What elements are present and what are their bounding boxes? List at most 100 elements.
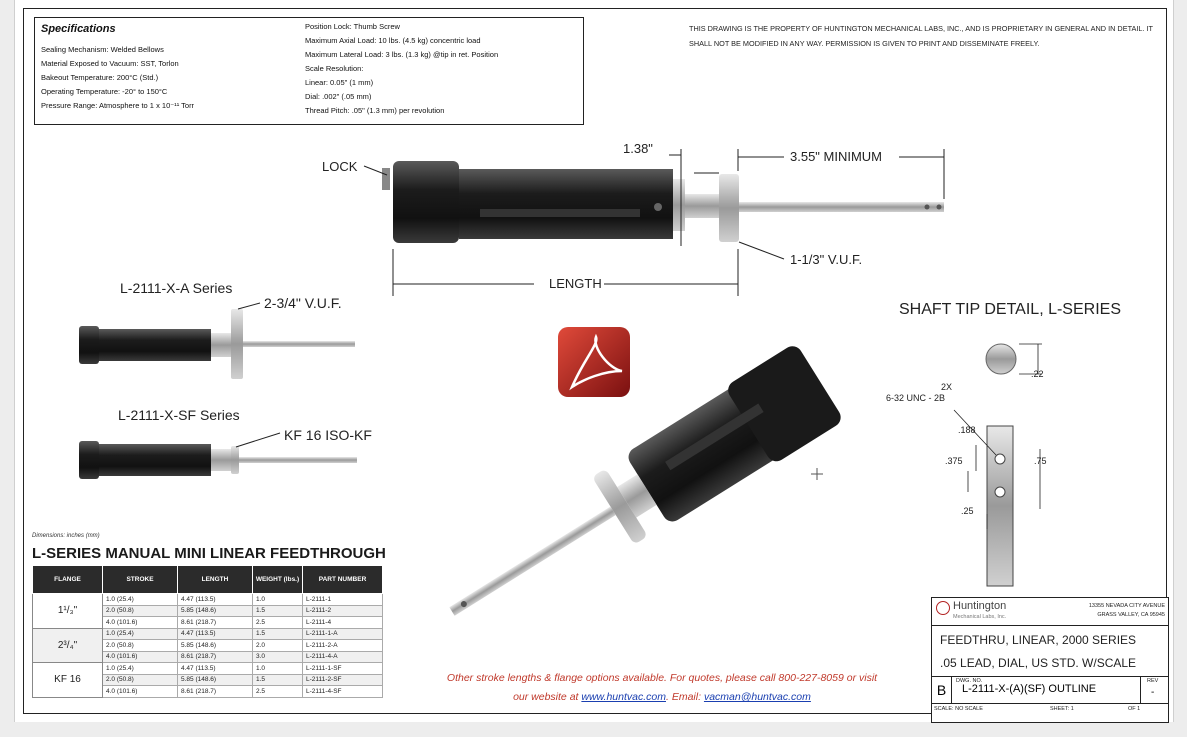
table-cell: 4.0 (101.6) xyxy=(102,685,178,698)
flange-1-1-3-label: 1-1/3" V.U.F. xyxy=(790,252,863,267)
table-header: PART NUMBER xyxy=(302,565,383,594)
dim-375: .375 xyxy=(945,456,963,466)
sheet-label: SHEET: 1 xyxy=(1050,706,1074,712)
table-cell: 8.61 (218.7) xyxy=(177,650,253,663)
dim-75: .75 xyxy=(1034,456,1047,466)
table-cell: L-2111-2-A xyxy=(302,639,383,652)
table-cell: L-2111-4-SF xyxy=(302,685,383,698)
title-block-header: Huntington Mechanical Labs, Inc. 13355 N… xyxy=(932,598,1168,626)
address-line-2: GRASS VALLEY, CA 95945 xyxy=(1097,612,1165,618)
scale-strip xyxy=(480,209,640,217)
shaft-tip-detail xyxy=(953,343,1042,587)
dim-1-38: 1.38" xyxy=(623,141,653,156)
title-block: Huntington Mechanical Labs, Inc. 13355 N… xyxy=(931,597,1169,723)
spec-line: Pressure Range: Atmosphere to 1 x 10⁻¹¹ … xyxy=(41,101,195,110)
table-header: LENGTH xyxy=(177,565,253,594)
main-feedthrough-view xyxy=(363,149,945,296)
a-series-label: L-2111-X-A Series xyxy=(120,280,233,296)
a-series-flange-label: 2-3/4" V.U.F. xyxy=(264,295,342,311)
table-cell: 2.0 xyxy=(252,639,303,652)
main-body xyxy=(459,169,673,239)
length-label: LENGTH xyxy=(549,276,602,291)
spec-line: Operating Temperature: -20° to 150°C xyxy=(41,87,168,96)
body-collar xyxy=(673,179,685,231)
sheet-size: B xyxy=(932,677,952,703)
rev-label: REV xyxy=(1147,678,1159,684)
spec-line: Scale Resolution: xyxy=(305,64,364,73)
website-link[interactable]: www.huntvac.com xyxy=(581,691,666,703)
sheet-of-label: OF 1 xyxy=(1128,706,1141,712)
table-header: FLANGE xyxy=(32,565,103,594)
dwg-number: L-2111-X-(A)(SF) OUTLINE xyxy=(962,683,1097,695)
table-cell: 1.0 xyxy=(252,593,303,606)
table-cell: 4.0 (101.6) xyxy=(102,650,178,663)
rev-box: REV - xyxy=(1140,677,1168,703)
proprietary-notice: THIS DRAWING IS THE PROPERTY OF HUNTINGT… xyxy=(689,24,1153,48)
table-cell: 2.5 xyxy=(252,616,303,629)
table-cell: 1.5 xyxy=(252,604,303,617)
address-line-1: 13355 NEVADA CITY AVENUE xyxy=(1088,603,1165,609)
table-cell: 2.5 xyxy=(252,685,303,698)
company-subtitle: Mechanical Labs, Inc. xyxy=(953,614,1007,620)
footer-note: Other stroke lengths & flange options av… xyxy=(402,669,922,707)
table-cell: 4.47 (113.5) xyxy=(177,593,253,606)
thread-count: 2X xyxy=(941,382,953,392)
dimensions-note: Dimensions: inches (mm) xyxy=(32,533,100,539)
drawing-sheet: Specifications Sealing Mechanism: Welded… xyxy=(14,0,1174,723)
flange-cell: 1¹/₃" xyxy=(32,593,103,629)
dim-22: .22 xyxy=(1031,369,1044,379)
table-cell: 4.47 (113.5) xyxy=(177,662,253,675)
table-cell: 4.47 (113.5) xyxy=(177,627,253,640)
spec-line: Dial: .002" (.05 mm) xyxy=(305,92,372,101)
table-cell: L-2111-4 xyxy=(302,616,383,629)
sf-series-label: L-2111-X-SF Series xyxy=(118,407,240,423)
scale-label: SCALE: NO SCALE xyxy=(934,706,983,712)
company-name: Huntington xyxy=(953,600,1007,612)
email-link[interactable]: vacman@huntvac.com xyxy=(703,691,811,703)
table-cell: 1.0 xyxy=(252,662,303,675)
table-header: WEIGHT (lbs.) xyxy=(252,565,303,594)
title-block-footer: SCALE: NO SCALE SHEET: 1 OF 1 xyxy=(932,703,1168,713)
part-number-table: FLANGE STROKE LENGTH WEIGHT (lbs.) PART … xyxy=(32,565,383,698)
table-cell: 5.85 (148.6) xyxy=(177,604,253,617)
spec-line: Bakeout Temperature: 200°C (Std.) xyxy=(41,73,159,82)
sf-series-view xyxy=(79,432,357,479)
footer-line-1: Other stroke lengths & flange options av… xyxy=(446,672,878,684)
neck xyxy=(685,194,719,218)
table-cell: 1.0 (25.4) xyxy=(102,662,178,675)
spec-line: Maximum Axial Load: 10 lbs. (4.5 kg) con… xyxy=(305,36,481,45)
spec-line: Sealing Mechanism: Welded Bellows xyxy=(41,45,164,54)
dwg-no-label: DWG. NO. xyxy=(956,678,983,684)
spec-line: Maximum Lateral Load: 3 lbs. (1.3 kg) @t… xyxy=(305,50,499,59)
thread-spec: 6-32 UNC - 2B xyxy=(886,393,946,403)
table-cell: 5.85 (148.6) xyxy=(177,639,253,652)
table-cell: 8.61 (218.7) xyxy=(177,685,253,698)
specifications-title: Specifications xyxy=(41,23,116,35)
sf-series-flange-label: KF 16 ISO-KF xyxy=(284,427,372,443)
table-cell: 8.61 (218.7) xyxy=(177,616,253,629)
specifications-box: Specifications Sealing Mechanism: Welded… xyxy=(34,17,584,125)
dim-3-55-minimum: 3.55" MINIMUM xyxy=(790,149,883,164)
shaft xyxy=(739,202,944,212)
spec-line: Position Lock: Thumb Screw xyxy=(305,22,400,31)
thimble xyxy=(393,161,459,243)
flange-cell: KF 16 xyxy=(32,662,103,698)
flange-113 xyxy=(719,174,739,242)
table-cell: 1.5 xyxy=(252,627,303,640)
table-cell: L-2111-1-A xyxy=(302,627,383,640)
table-cell: L-2111-1-SF xyxy=(302,662,383,675)
table-cell: L-2111-2-SF xyxy=(302,673,383,686)
footer-website-prefix: our website at xyxy=(513,691,582,703)
table-cell: L-2111-1 xyxy=(302,593,383,606)
table-cell: 1.0 (25.4) xyxy=(102,627,178,640)
lock-screw xyxy=(382,168,390,190)
table-cell: 3.0 xyxy=(252,650,303,663)
spec-line: Thread Pitch: .05" (1.3 mm) per revoluti… xyxy=(305,106,445,115)
a-series-view xyxy=(79,302,355,379)
table-cell: 1.5 xyxy=(252,673,303,686)
company-logo-icon xyxy=(936,601,950,615)
drawing-graphics xyxy=(79,149,1042,616)
footer-email-prefix: . Email: xyxy=(666,691,704,703)
title-block-dwg-row: B DWG. NO. L-2111-X-(A)(SF) OUTLINE REV … xyxy=(932,676,1168,712)
table-cell: 4.0 (101.6) xyxy=(102,616,178,629)
